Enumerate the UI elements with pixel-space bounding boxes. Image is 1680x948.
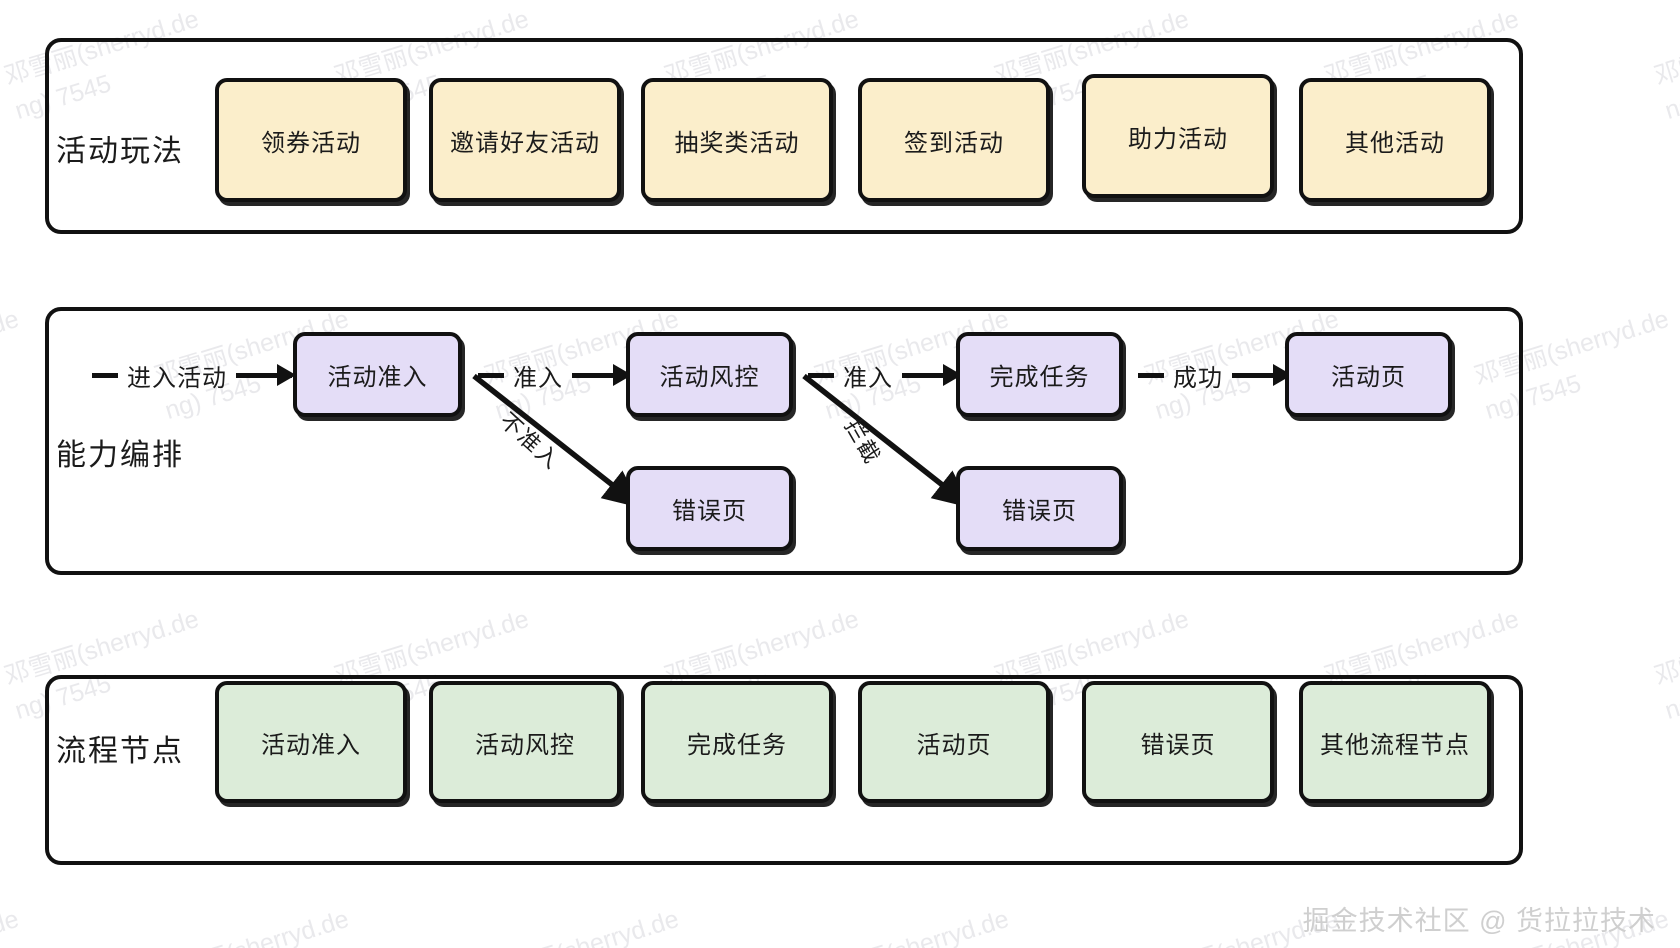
branch-arrow-not-admitted bbox=[472, 373, 642, 509]
connector-label-admit-1: 准入 bbox=[513, 364, 563, 392]
section-process-node bbox=[45, 675, 1523, 865]
node-activity-play-5[interactable]: 其他活动 bbox=[1299, 78, 1491, 202]
node-activity-risk-control[interactable]: 活动风控 bbox=[626, 332, 793, 417]
arrow-icon bbox=[902, 372, 958, 378]
section-label-activity-play: 活动玩法 bbox=[56, 135, 184, 168]
arrow-icon bbox=[236, 372, 292, 378]
node-process-2[interactable]: 完成任务 bbox=[641, 681, 833, 803]
arrow-icon bbox=[1232, 372, 1288, 378]
node-complete-task[interactable]: 完成任务 bbox=[956, 332, 1123, 417]
connector-admit-1: 准入 bbox=[478, 358, 628, 392]
node-error-page-left[interactable]: 错误页 bbox=[626, 466, 793, 551]
connector-dash bbox=[1138, 372, 1164, 378]
section-label-process-node: 流程节点 bbox=[56, 735, 184, 768]
connector-dash bbox=[808, 372, 834, 378]
connector-label-enter-activity: 进入活动 bbox=[127, 364, 227, 392]
node-process-4[interactable]: 错误页 bbox=[1082, 681, 1274, 803]
node-activity-play-3[interactable]: 签到活动 bbox=[858, 78, 1050, 202]
node-activity-play-0[interactable]: 领券活动 bbox=[215, 78, 407, 202]
connector-success: 成功 bbox=[1138, 358, 1288, 392]
node-process-1[interactable]: 活动风控 bbox=[429, 681, 621, 803]
connector-label-admit-2: 准入 bbox=[843, 364, 893, 392]
node-process-0[interactable]: 活动准入 bbox=[215, 681, 407, 803]
connector-label-success: 成功 bbox=[1173, 364, 1223, 392]
node-activity-page[interactable]: 活动页 bbox=[1285, 332, 1452, 417]
node-activity-play-4[interactable]: 助力活动 bbox=[1082, 74, 1274, 198]
connector-enter-activity: 进入活动 bbox=[92, 358, 292, 392]
node-activity-play-1[interactable]: 邀请好友活动 bbox=[429, 78, 621, 202]
connector-dash bbox=[478, 372, 504, 378]
node-process-5[interactable]: 其他流程节点 bbox=[1299, 681, 1491, 803]
branch-arrow-intercept bbox=[802, 373, 972, 509]
section-capability-orchestration bbox=[45, 307, 1523, 575]
connector-admit-2: 准入 bbox=[808, 358, 958, 392]
arrow-icon bbox=[572, 372, 628, 378]
section-label-capability-orchestration: 能力编排 bbox=[56, 439, 184, 472]
node-activity-admission[interactable]: 活动准入 bbox=[293, 332, 462, 417]
node-process-3[interactable]: 活动页 bbox=[858, 681, 1050, 803]
node-activity-play-2[interactable]: 抽奖类活动 bbox=[641, 78, 833, 202]
connector-dash bbox=[92, 372, 118, 378]
credit-watermark: 掘金技术社区 @ 货拉拉技术 bbox=[1302, 906, 1656, 936]
node-error-page-right[interactable]: 错误页 bbox=[956, 466, 1123, 551]
section-activity-play bbox=[45, 38, 1523, 234]
